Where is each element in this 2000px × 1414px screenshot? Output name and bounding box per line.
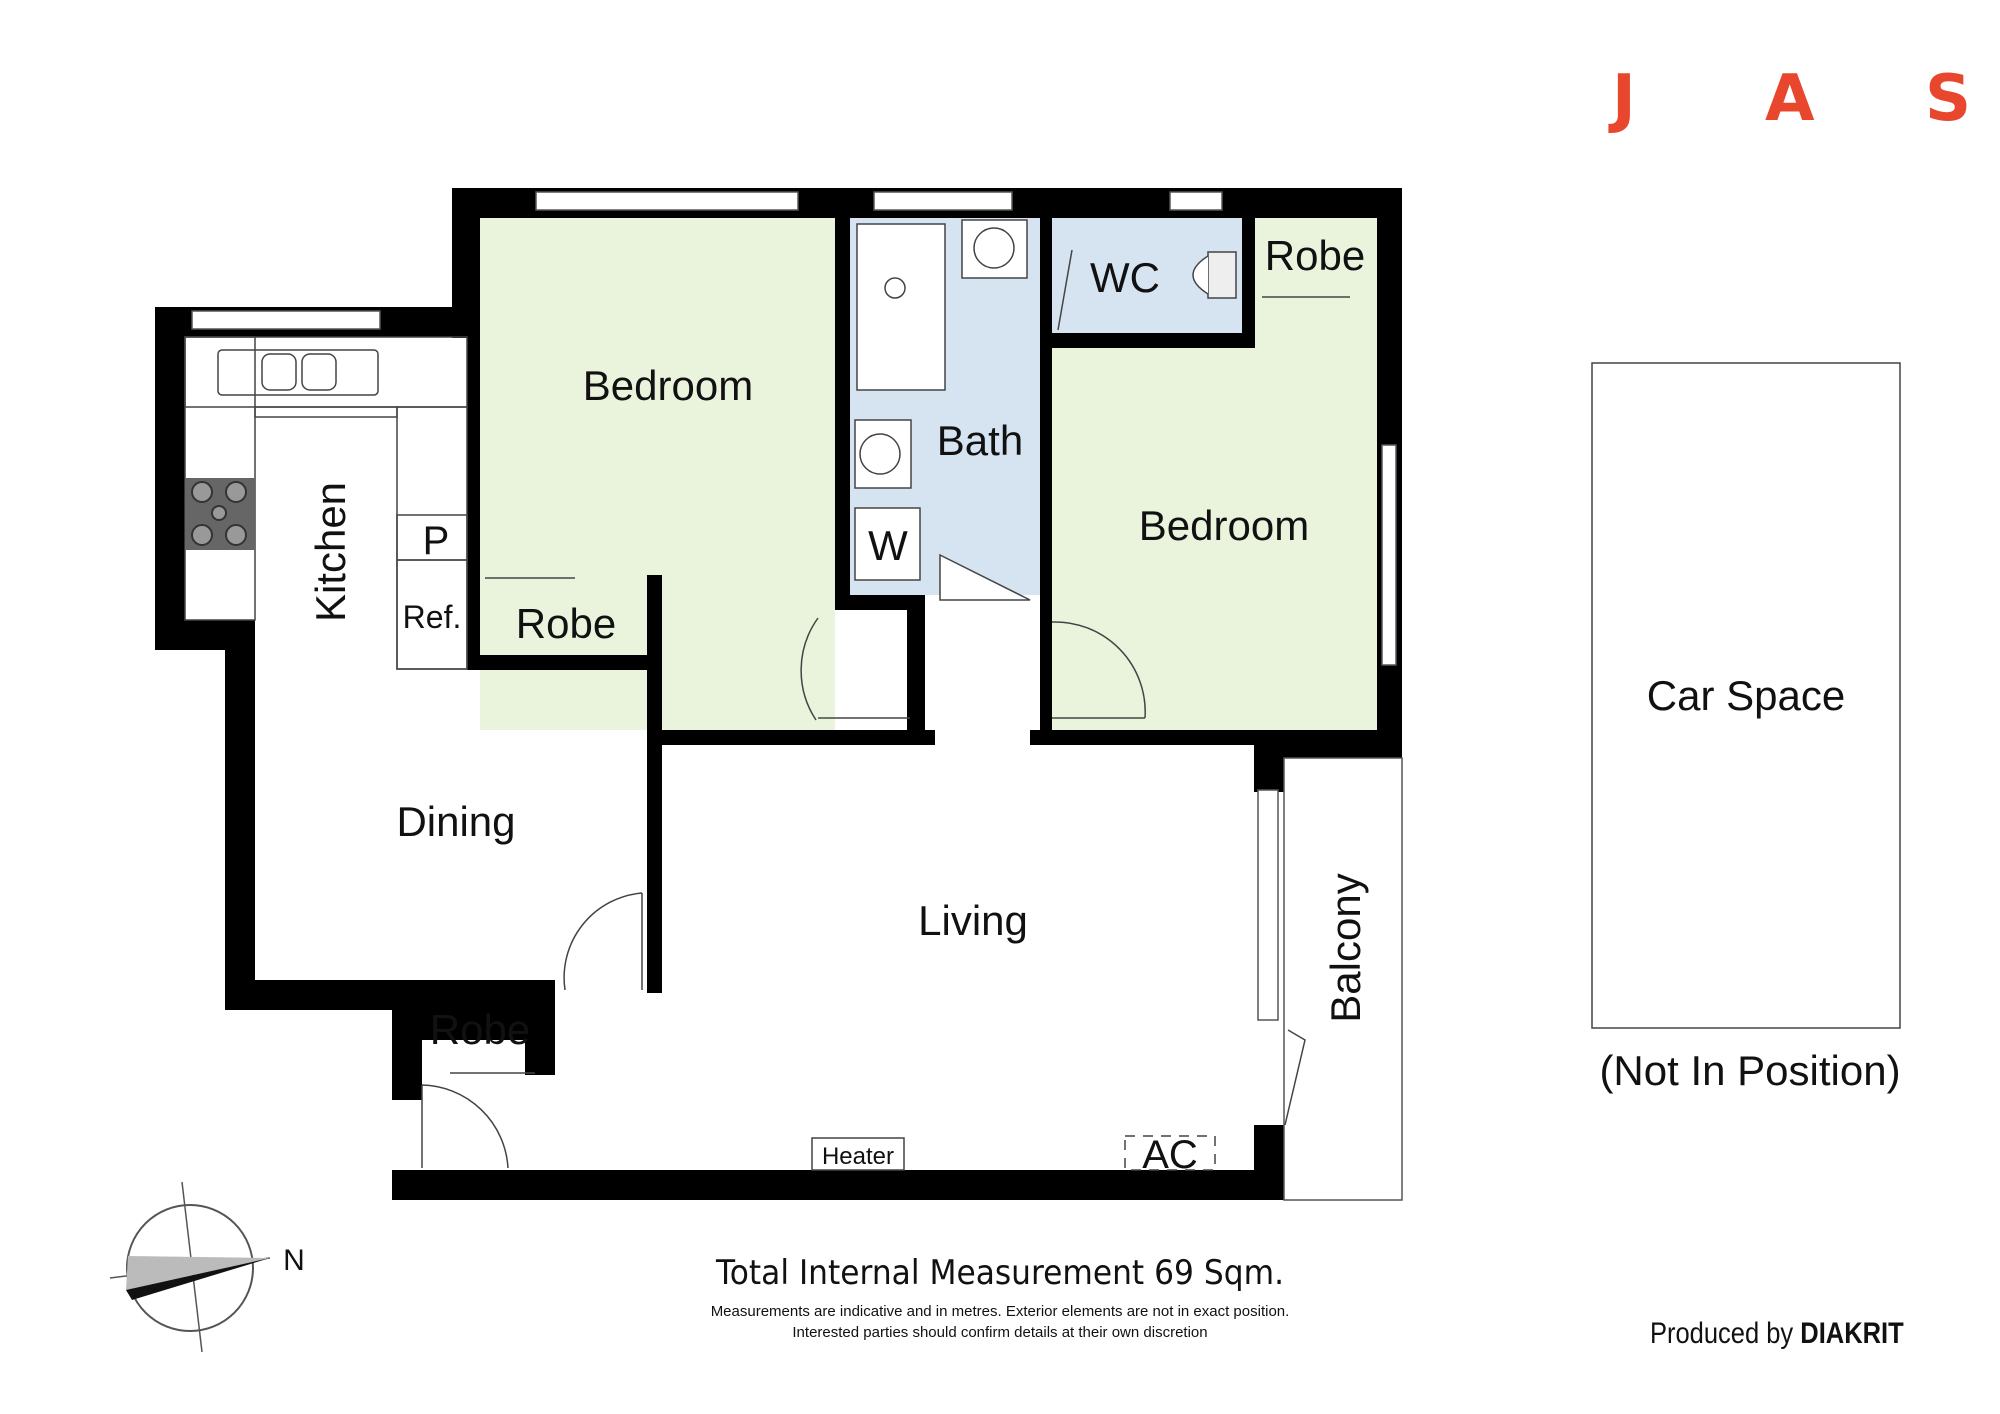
label-heater: Heater — [822, 1143, 894, 1170]
label-bedroom-1: Bedroom — [583, 362, 753, 409]
label-fridge: Ref. — [403, 599, 462, 635]
label-pantry: P — [423, 519, 450, 563]
logo-letter-j: J — [1612, 62, 1636, 136]
compass — [109, 1181, 271, 1353]
ac-box — [1124, 1135, 1216, 1171]
total-measurement: Total Internal Measurement 69 Sqm. — [715, 1253, 1285, 1293]
label-robe-bedroom-1: Robe — [516, 600, 616, 647]
compass-north-label: N — [283, 1244, 305, 1277]
footer-note-2: Interested parties should confirm detail… — [792, 1324, 1208, 1341]
label-living: Living — [918, 897, 1028, 944]
logo-letter-s: S — [1925, 62, 1972, 136]
balcony-outline — [1283, 757, 1403, 1201]
produced-by-brand: DIAKRIT — [1800, 1317, 1904, 1350]
bath-fixtures — [854, 219, 1237, 581]
room-fills — [480, 218, 1377, 730]
compass-needle-icon — [126, 1256, 270, 1290]
label-bath: Bath — [937, 417, 1023, 464]
footer-note-1: Measurements are indicative and in metre… — [710, 1303, 1290, 1320]
label-not-in-position: (Not In Position) — [1599, 1047, 1900, 1094]
label-balcony: Balcony — [1322, 873, 1369, 1022]
produced-by: Produced by DIAKRIT — [1650, 1317, 1904, 1351]
car-space-outline — [1591, 362, 1901, 1029]
label-laundry: W — [868, 522, 908, 569]
windows — [191, 191, 1397, 1021]
label-ac: AC — [1142, 1133, 1198, 1177]
robe-bedroom-1-fill — [480, 590, 647, 657]
room-labels: Bedroom Bath WC Robe Bedroom Robe P Ref.… — [283, 232, 1900, 1277]
label-dining: Dining — [396, 798, 515, 845]
label-car-space: Car Space — [1647, 672, 1845, 719]
doors — [421, 249, 1350, 1169]
label-wc: WC — [1090, 254, 1160, 301]
robe-top-right-fill — [1255, 218, 1377, 348]
label-robe-entry: Robe — [430, 1006, 530, 1053]
heater-box — [811, 1137, 905, 1171]
label-kitchen: Kitchen — [307, 482, 354, 622]
bedroom-2-fill — [1052, 345, 1377, 730]
produced-by-prefix: Produced by — [1650, 1317, 1794, 1350]
logo-letter-a: A — [1765, 62, 1815, 136]
label-bedroom-2: Bedroom — [1139, 502, 1309, 549]
cooktop-burners — [191, 481, 247, 546]
label-robe-top-right: Robe — [1265, 232, 1365, 279]
